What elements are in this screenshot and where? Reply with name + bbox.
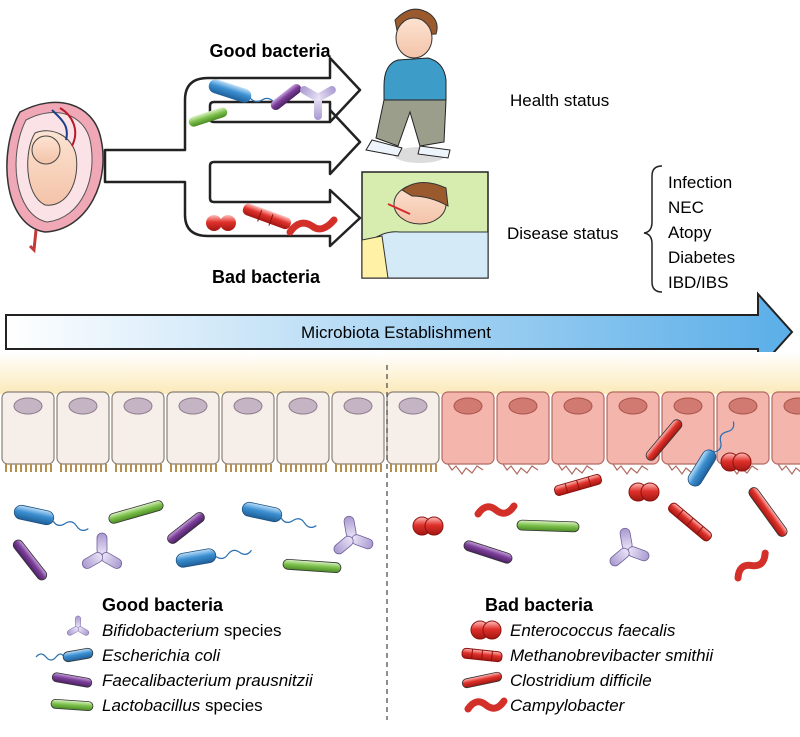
faecalibacterium-bacterium <box>167 512 205 544</box>
healthy-epithelial-cell <box>221 391 275 472</box>
disease-brace <box>643 165 663 293</box>
bad-legend-title: Bad bacteria <box>485 595 594 615</box>
campylobacter-bacterium <box>474 502 518 518</box>
diseased-epithelial-cell <box>496 391 550 476</box>
mucus-layer <box>0 352 800 394</box>
pregnant-uterus-illustration <box>6 101 104 254</box>
bifidobacterium <box>609 527 650 567</box>
lactobacillus-bacterium <box>282 558 342 574</box>
legend-label: Clostridium difficile <box>510 671 652 690</box>
arrow-good-bacteria <box>188 79 336 127</box>
legend-label: Faecalibacterium prausnitzii <box>102 671 314 690</box>
good-legend-title: Good bacteria <box>102 595 224 615</box>
e-coli-bacterium <box>241 501 317 529</box>
enterococcus-bacterium <box>412 516 444 536</box>
legend-row: Lactobacillus species <box>50 696 263 715</box>
microbiota-establishment-arrow <box>5 291 794 373</box>
bifidobacterium <box>333 515 374 555</box>
lactobacillus-bacterium <box>516 519 580 533</box>
campylobacter-bacterium <box>734 549 769 582</box>
enterococcus-bacterium <box>628 482 660 502</box>
healthy-epithelial-cell <box>386 391 440 472</box>
legend-row: Enterococcus faecalis <box>470 620 676 640</box>
healthy-epithelial-cell <box>276 391 330 472</box>
bad-bacteria-legend: Enterococcus faecalisMethanobrevibacter … <box>461 620 714 715</box>
legend-row: Escherichia coli <box>35 646 221 665</box>
lumen-bacteria <box>12 419 788 582</box>
flagellated-rod-icon <box>62 647 94 663</box>
healthy-epithelial-cell <box>331 391 385 472</box>
healthy-epithelial-cell <box>1 391 55 472</box>
legend-label: Escherichia coli <box>102 646 221 665</box>
faecalibacterium-bacterium <box>463 540 513 564</box>
disease-item: Infection <box>668 173 732 192</box>
legend-row: Methanobrevibacter smithii <box>461 646 714 665</box>
methanobrevibacter-bacterium <box>668 502 712 542</box>
legend-label: Methanobrevibacter smithii <box>510 646 714 665</box>
legend-row: Campylobacter <box>464 696 626 715</box>
legend-row: Faecalibacterium prausnitzii <box>51 671 314 690</box>
healthy-child-illustration <box>365 8 451 163</box>
disease-item: Atopy <box>668 223 712 242</box>
clostridium-bacterium <box>645 419 683 461</box>
sick-child-illustration <box>361 171 489 279</box>
bifidobacterium <box>81 532 123 569</box>
diseased-epithelial-cell <box>771 391 800 476</box>
healthy-epithelial-cell <box>166 391 220 472</box>
healthy-epithelial-cell <box>56 391 110 472</box>
legend-label: Lactobacillus species <box>102 696 263 715</box>
disease-item: IBD/IBS <box>668 273 728 292</box>
diseased-epithelial-cell <box>551 391 605 476</box>
spiral-bacterium-icon <box>464 697 508 713</box>
legend-label: Bifidobacterium species <box>102 621 282 640</box>
clostridium-bacterium <box>748 487 788 537</box>
red-rod-icon <box>461 671 503 689</box>
diseased-epithelial-cell <box>606 391 660 476</box>
y-shaped-bacterium-icon <box>66 615 90 636</box>
segmented-rod-icon <box>461 647 503 663</box>
legend-row: Bifidobacterium species <box>66 615 282 640</box>
legend-label: Campylobacter <box>510 696 626 715</box>
disease-item: Diabetes <box>668 248 735 267</box>
lactobacillus-bacterium <box>108 500 164 524</box>
diplococcus-icon <box>470 620 502 640</box>
purple-rod-icon <box>51 672 93 688</box>
faecalibacterium-bacterium <box>12 539 48 581</box>
methanobrevibacter-bacterium <box>553 474 603 496</box>
e-coli-bacterium <box>13 504 89 532</box>
bad-bacteria-top-label: Bad bacteria <box>212 267 321 287</box>
e-coli-bacterium <box>687 421 735 487</box>
disease-item: NEC <box>668 198 704 217</box>
diseased-epithelial-cell <box>661 391 715 476</box>
arrow-bad-bacteria <box>206 203 338 236</box>
branching-arrows <box>103 56 362 248</box>
disease-status-label: Disease status <box>507 224 619 243</box>
good-bacteria-top-label: Good bacteria <box>209 41 331 61</box>
health-status-label: Health status <box>510 91 609 110</box>
legend-label: Enterococcus faecalis <box>510 621 676 640</box>
green-rod-icon <box>50 698 94 712</box>
epithelium-layer <box>1 391 800 476</box>
healthy-epithelial-cell <box>111 391 165 472</box>
timeline-label: Microbiota Establishment <box>301 323 491 342</box>
diseased-epithelial-cell <box>441 391 495 476</box>
e-coli-bacterium <box>175 548 252 568</box>
enterococcus-bacterium <box>720 452 752 472</box>
legend-row: Clostridium difficile <box>461 671 652 690</box>
diseased-epithelial-cell <box>716 391 770 476</box>
